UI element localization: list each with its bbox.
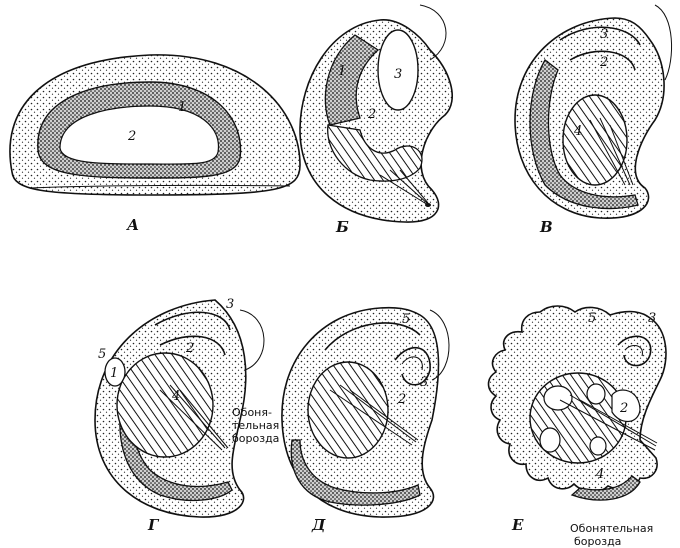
panel-v: 2 3 4 В — [515, 5, 672, 236]
panel-v-label-2: 2 — [599, 55, 608, 70]
panel-e-olfactory-line1: Обонятельная — [570, 522, 653, 535]
panel-e-label-2: 2 — [619, 401, 628, 416]
panel-b-label-3: 3 — [394, 67, 402, 82]
panel-e-label-4: 4 — [595, 467, 604, 482]
panel-e-letter: Е — [511, 516, 524, 534]
panel-g-olfactory-line3: борозда — [232, 432, 279, 445]
panel-d-label-5: 5 — [402, 312, 410, 327]
panel-e-nucleus-2 — [587, 384, 605, 404]
panel-g-letter: Г — [147, 516, 160, 534]
panel-d-striatum — [308, 362, 388, 458]
panel-b: 1 2 3 Б — [300, 5, 452, 236]
panel-e-label-3: 3 — [648, 311, 656, 326]
panel-g-olfactory-line1: Обоня- — [232, 406, 272, 419]
panel-d-label-3: 3 — [420, 375, 428, 390]
panel-a-label-1: 1 — [178, 100, 186, 115]
panel-g: 1 2 3 4 5 Обоня- тельная борозда Г — [95, 297, 279, 534]
panel-v-label-4: 4 — [573, 124, 582, 139]
panel-b-label-2: 2 — [367, 107, 376, 122]
panel-d: 2 3 5 Д — [282, 308, 449, 534]
panel-b-label-1: 1 — [338, 64, 346, 79]
panel-e-nucleus-3 — [540, 428, 560, 452]
panel-e-label-5: 5 — [588, 311, 596, 326]
panel-e-nucleus-4 — [590, 437, 606, 455]
panel-g-label-5: 5 — [98, 347, 106, 362]
panel-a-label-2: 2 — [127, 129, 136, 144]
panel-b-fibre-end — [425, 203, 431, 207]
panel-d-label-2: 2 — [397, 392, 406, 407]
panel-a: 1 2 А — [10, 55, 300, 234]
panel-e: 2 3 4 5 Обонятельная борозда Е — [489, 306, 666, 548]
panel-v-letter: В — [539, 218, 553, 236]
panel-g-label-2: 2 — [185, 341, 194, 356]
panel-d-letter: Д — [311, 516, 326, 534]
panel-g-label-4: 4 — [171, 389, 180, 404]
panel-g-label-1: 1 — [110, 366, 118, 381]
panel-g-label-3: 3 — [226, 297, 234, 312]
panel-e-nucleus-1 — [544, 386, 572, 410]
panel-g-olfactory-line2: тельная — [232, 419, 279, 432]
panel-g-striatum — [117, 353, 213, 457]
panel-a-letter: А — [126, 216, 139, 234]
panel-b-letter: Б — [335, 218, 349, 236]
panel-e-olfactory-line2: борозда — [574, 535, 621, 548]
panel-v-label-3: 3 — [600, 27, 608, 42]
